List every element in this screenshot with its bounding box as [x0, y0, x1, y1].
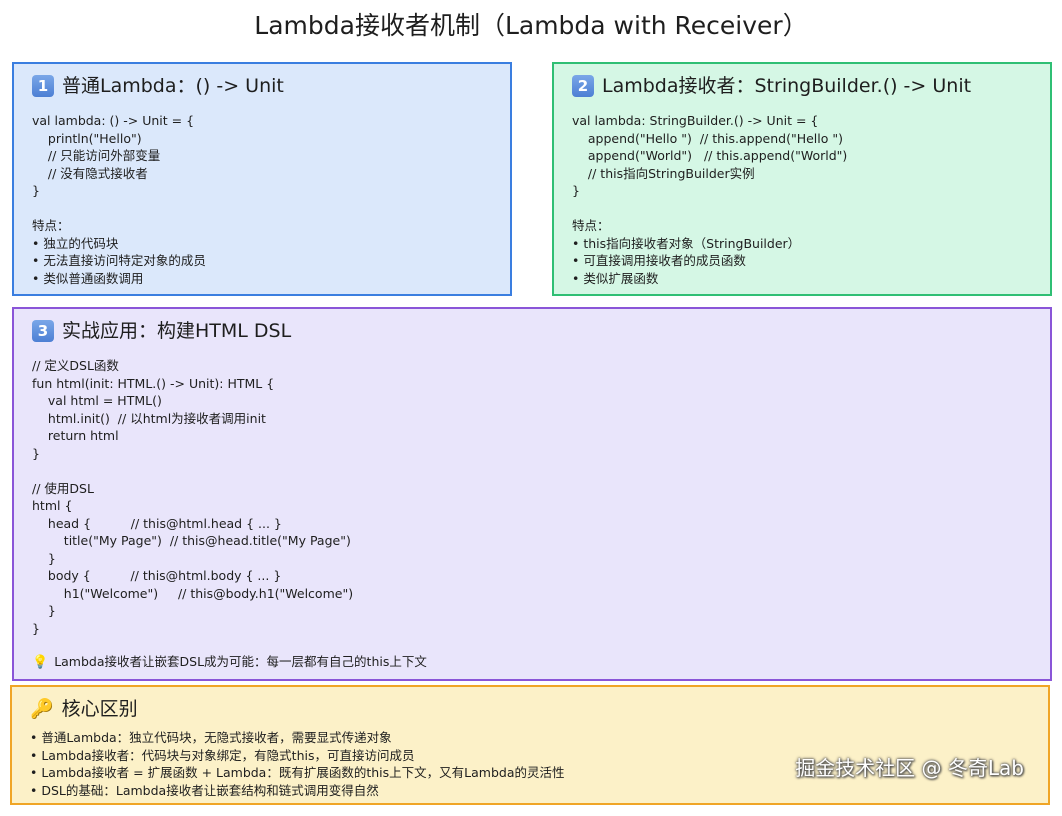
core-difference-panel: 🔑 核心区别 • 普通Lambda：独立代码块，无隐式接收者，需要显式传递对象 … [10, 685, 1050, 805]
diagram-title: Lambda接收者机制（Lambda with Receiver） [254, 11, 808, 40]
number-three-icon: 3 [32, 320, 54, 342]
number-one-icon: 1 [32, 75, 54, 97]
core-difference-header: 🔑 核心区别 [30, 695, 138, 723]
normal-lambda-code: val lambda: () -> Unit = { println("Hell… [32, 113, 206, 286]
receiver-lambda-panel: 2 Lambda接收者：StringBuilder.() -> Unit val… [552, 62, 1052, 296]
dsl-tip-text: Lambda接收者让嵌套DSL成为可能：每一层都有自己的this上下文 [54, 654, 427, 669]
normal-lambda-heading: 普通Lambda：() -> Unit [62, 75, 284, 97]
receiver-lambda-header: 2 Lambda接收者：StringBuilder.() -> Unit [572, 72, 971, 100]
key-icon: 🔑 [30, 698, 54, 720]
html-dsl-code: // 定义DSL函数 fun html(init: HTML.() -> Uni… [32, 358, 354, 636]
number-two-icon: 2 [572, 75, 594, 97]
html-dsl-panel: 3 实战应用：构建HTML DSL // 定义DSL函数 fun html(in… [12, 307, 1052, 681]
core-difference-heading: 核心区别 [61, 698, 138, 720]
watermark: 掘金技术社区 @ 冬奇Lab [795, 756, 1024, 780]
core-difference-points: • 普通Lambda：独立代码块，无隐式接收者，需要显式传递对象 • Lambd… [30, 730, 565, 798]
receiver-lambda-code: val lambda: StringBuilder.() -> Unit = {… [572, 113, 848, 286]
normal-lambda-header: 1 普通Lambda：() -> Unit [32, 72, 284, 100]
dsl-tip: 💡 Lambda接收者让嵌套DSL成为可能：每一层都有自己的this上下文 [32, 653, 427, 672]
normal-lambda-panel: 1 普通Lambda：() -> Unit val lambda: () -> … [12, 62, 512, 296]
html-dsl-header: 3 实战应用：构建HTML DSL [32, 317, 291, 345]
receiver-lambda-heading: Lambda接收者：StringBuilder.() -> Unit [602, 75, 972, 97]
lightbulb-icon: 💡 [32, 655, 49, 670]
html-dsl-heading: 实战应用：构建HTML DSL [62, 320, 292, 342]
